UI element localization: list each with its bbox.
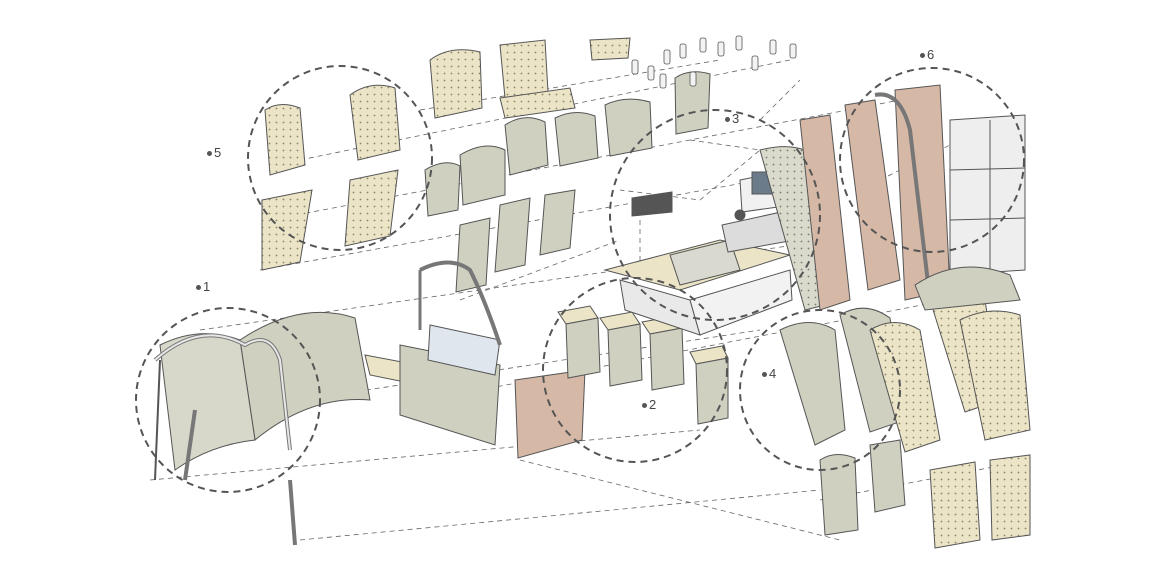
upper-panel-array <box>261 37 711 293</box>
callout-3-label: 3 <box>732 111 740 126</box>
stool-modules <box>557 305 729 425</box>
callout-6-label: 6 <box>927 47 935 62</box>
callout-dot-icon <box>196 285 201 291</box>
callout-2-label: 2 <box>649 397 657 412</box>
callout-1: 1 <box>196 279 211 294</box>
right-wave-panels <box>779 266 1031 549</box>
callout-1-label: 1 <box>203 279 211 294</box>
callout-5: 5 <box>207 145 222 160</box>
callout-5-label: 5 <box>214 145 222 160</box>
callout-dot-icon <box>642 403 647 409</box>
callout-4: 4 <box>762 366 777 381</box>
callout-dot-icon <box>207 151 212 157</box>
detail-circle-6 <box>839 67 1025 253</box>
callout-2: 2 <box>642 397 657 412</box>
fins-and-storage <box>799 84 1026 311</box>
callout-6: 6 <box>920 47 935 62</box>
callout-dot-icon <box>762 372 767 378</box>
detail-circle-3 <box>609 109 821 321</box>
detail-circle-5 <box>247 65 433 251</box>
detail-circle-1 <box>135 307 321 493</box>
callout-4-label: 4 <box>769 366 777 381</box>
callout-3: 3 <box>725 111 740 126</box>
detail-circle-2 <box>542 277 728 463</box>
pendant-lights <box>631 35 797 89</box>
detail-circle-4 <box>739 309 901 471</box>
vault-structure <box>153 260 586 546</box>
detail-circles <box>135 65 1025 493</box>
callout-dot-icon <box>920 53 925 59</box>
callout-dot-icon <box>725 117 730 123</box>
